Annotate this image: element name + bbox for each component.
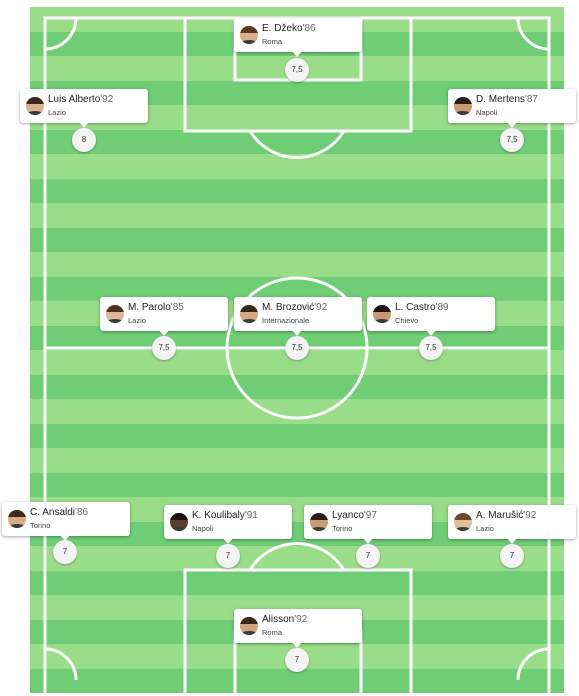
player-avatar-icon <box>310 513 328 531</box>
player-card[interactable]: Alisson'92 Roma <box>234 609 362 643</box>
card-pointer <box>363 538 373 544</box>
card-pointer <box>507 538 517 544</box>
player-club: Chievo <box>395 316 419 325</box>
player-rating: 7,5 <box>419 336 443 360</box>
card-pointer <box>159 330 169 336</box>
player-rating: 7,5 <box>285 336 309 360</box>
player-name: L. Castro <box>395 302 436 313</box>
player-avatar-icon <box>454 97 472 115</box>
player-avatar-icon <box>170 513 188 531</box>
player-birth-year: '87 <box>524 94 538 105</box>
player-club: Roma <box>262 37 283 46</box>
player-name: A. Marušić <box>476 510 524 521</box>
player-rating: 7,5 <box>152 336 176 360</box>
player-birth-year: '92 <box>523 510 537 521</box>
pitch-stripe <box>30 374 564 399</box>
card-pointer <box>292 330 302 336</box>
player-card[interactable]: Lyanco'97 Torino <box>304 505 432 539</box>
player-rating: 7 <box>356 544 380 568</box>
pitch-stripe <box>30 570 564 595</box>
player-club: Torino <box>332 524 353 533</box>
penalty-arc-top <box>248 130 346 159</box>
player-avatar-icon <box>8 510 26 528</box>
player-club: Napoli <box>192 524 214 533</box>
player-avatar-icon <box>240 305 258 323</box>
player-rating: 7 <box>216 544 240 568</box>
penalty-area-bottom <box>183 568 413 693</box>
pitch-stripe <box>30 276 564 301</box>
corner-arc <box>516 647 550 681</box>
player-club: Internazionale <box>262 316 310 325</box>
card-pointer <box>426 330 436 336</box>
player-club: Lazio <box>128 316 146 325</box>
corner-arc <box>44 17 78 51</box>
player-birth-year: '92 <box>314 302 328 313</box>
player-avatar-icon <box>454 513 472 531</box>
player-birth-year: '97 <box>363 510 377 521</box>
pitch-stripe <box>30 448 564 473</box>
pitch-stripe <box>30 227 564 252</box>
player-card[interactable]: D. Mertens'87 Napoli <box>448 89 576 123</box>
player-name: M. Parolo <box>128 302 171 313</box>
pitch-stripe <box>30 423 564 448</box>
pitch-stripe <box>30 203 564 228</box>
player-avatar-icon <box>373 305 391 323</box>
player-card[interactable]: Luis Alberto'92 Lazio <box>20 89 148 123</box>
player-card[interactable]: E. Džeko'86 Roma <box>234 18 362 52</box>
player-card[interactable]: M. Brozović'92 Internazionale <box>234 297 362 331</box>
player-rating: 7,5 <box>285 58 309 82</box>
player-birth-year: '85 <box>170 302 184 313</box>
corner-arc <box>44 647 78 681</box>
card-pointer <box>79 122 89 128</box>
player-club: Roma <box>262 628 283 637</box>
player-birth-year: '86 <box>75 507 89 518</box>
player-name: Luis Alberto <box>48 94 101 105</box>
player-birth-year: '92 <box>100 94 114 105</box>
player-avatar-icon <box>26 97 44 115</box>
corner-arc <box>516 17 550 51</box>
player-name: C. Ansaldi <box>30 507 76 518</box>
player-rating: 8 <box>72 128 96 152</box>
player-club: Lazio <box>476 524 494 533</box>
player-birth-year: '86 <box>302 23 316 34</box>
player-club: Napoli <box>476 108 498 117</box>
player-avatar-icon <box>240 617 258 635</box>
player-rating: 7 <box>53 540 77 564</box>
player-rating: 7 <box>500 544 524 568</box>
player-birth-year: '91 <box>244 510 258 521</box>
pitch-stripe <box>30 252 564 277</box>
player-rating: 7 <box>285 648 309 672</box>
player-card[interactable]: C. Ansaldi'86 Torino <box>2 502 130 536</box>
player-card[interactable]: M. Parolo'85 Lazio <box>100 297 228 331</box>
pitch-stripe <box>30 178 564 203</box>
card-pointer <box>292 51 302 57</box>
player-card[interactable]: A. Marušić'92 Lazio <box>448 505 576 539</box>
player-name: Lyanco <box>332 510 364 521</box>
player-card[interactable]: L. Castro'89 Chievo <box>367 297 495 331</box>
player-avatar-icon <box>240 26 258 44</box>
centre-circle <box>225 276 369 420</box>
player-card[interactable]: K. Koulibaly'91 Napoli <box>164 505 292 539</box>
player-club: Lazio <box>48 108 66 117</box>
pitch-stripe <box>30 668 564 693</box>
player-name: E. Džeko <box>262 23 303 34</box>
penalty-arc-bottom <box>248 542 346 571</box>
player-name: Alisson <box>262 614 295 625</box>
player-name: K. Koulibaly <box>192 510 245 521</box>
pitch-stripe <box>30 472 564 497</box>
card-pointer <box>292 642 302 648</box>
player-name: M. Brozović <box>262 302 315 313</box>
player-avatar-icon <box>106 305 124 323</box>
player-club: Torino <box>30 521 51 530</box>
card-pointer <box>507 122 517 128</box>
player-birth-year: '92 <box>294 614 308 625</box>
card-pointer <box>60 535 70 541</box>
pitch-stripe <box>30 546 564 571</box>
player-name: D. Mertens <box>476 94 525 105</box>
player-birth-year: '89 <box>435 302 449 313</box>
player-rating: 7,5 <box>500 128 524 152</box>
card-pointer <box>223 538 233 544</box>
pitch-stripe <box>30 129 564 154</box>
